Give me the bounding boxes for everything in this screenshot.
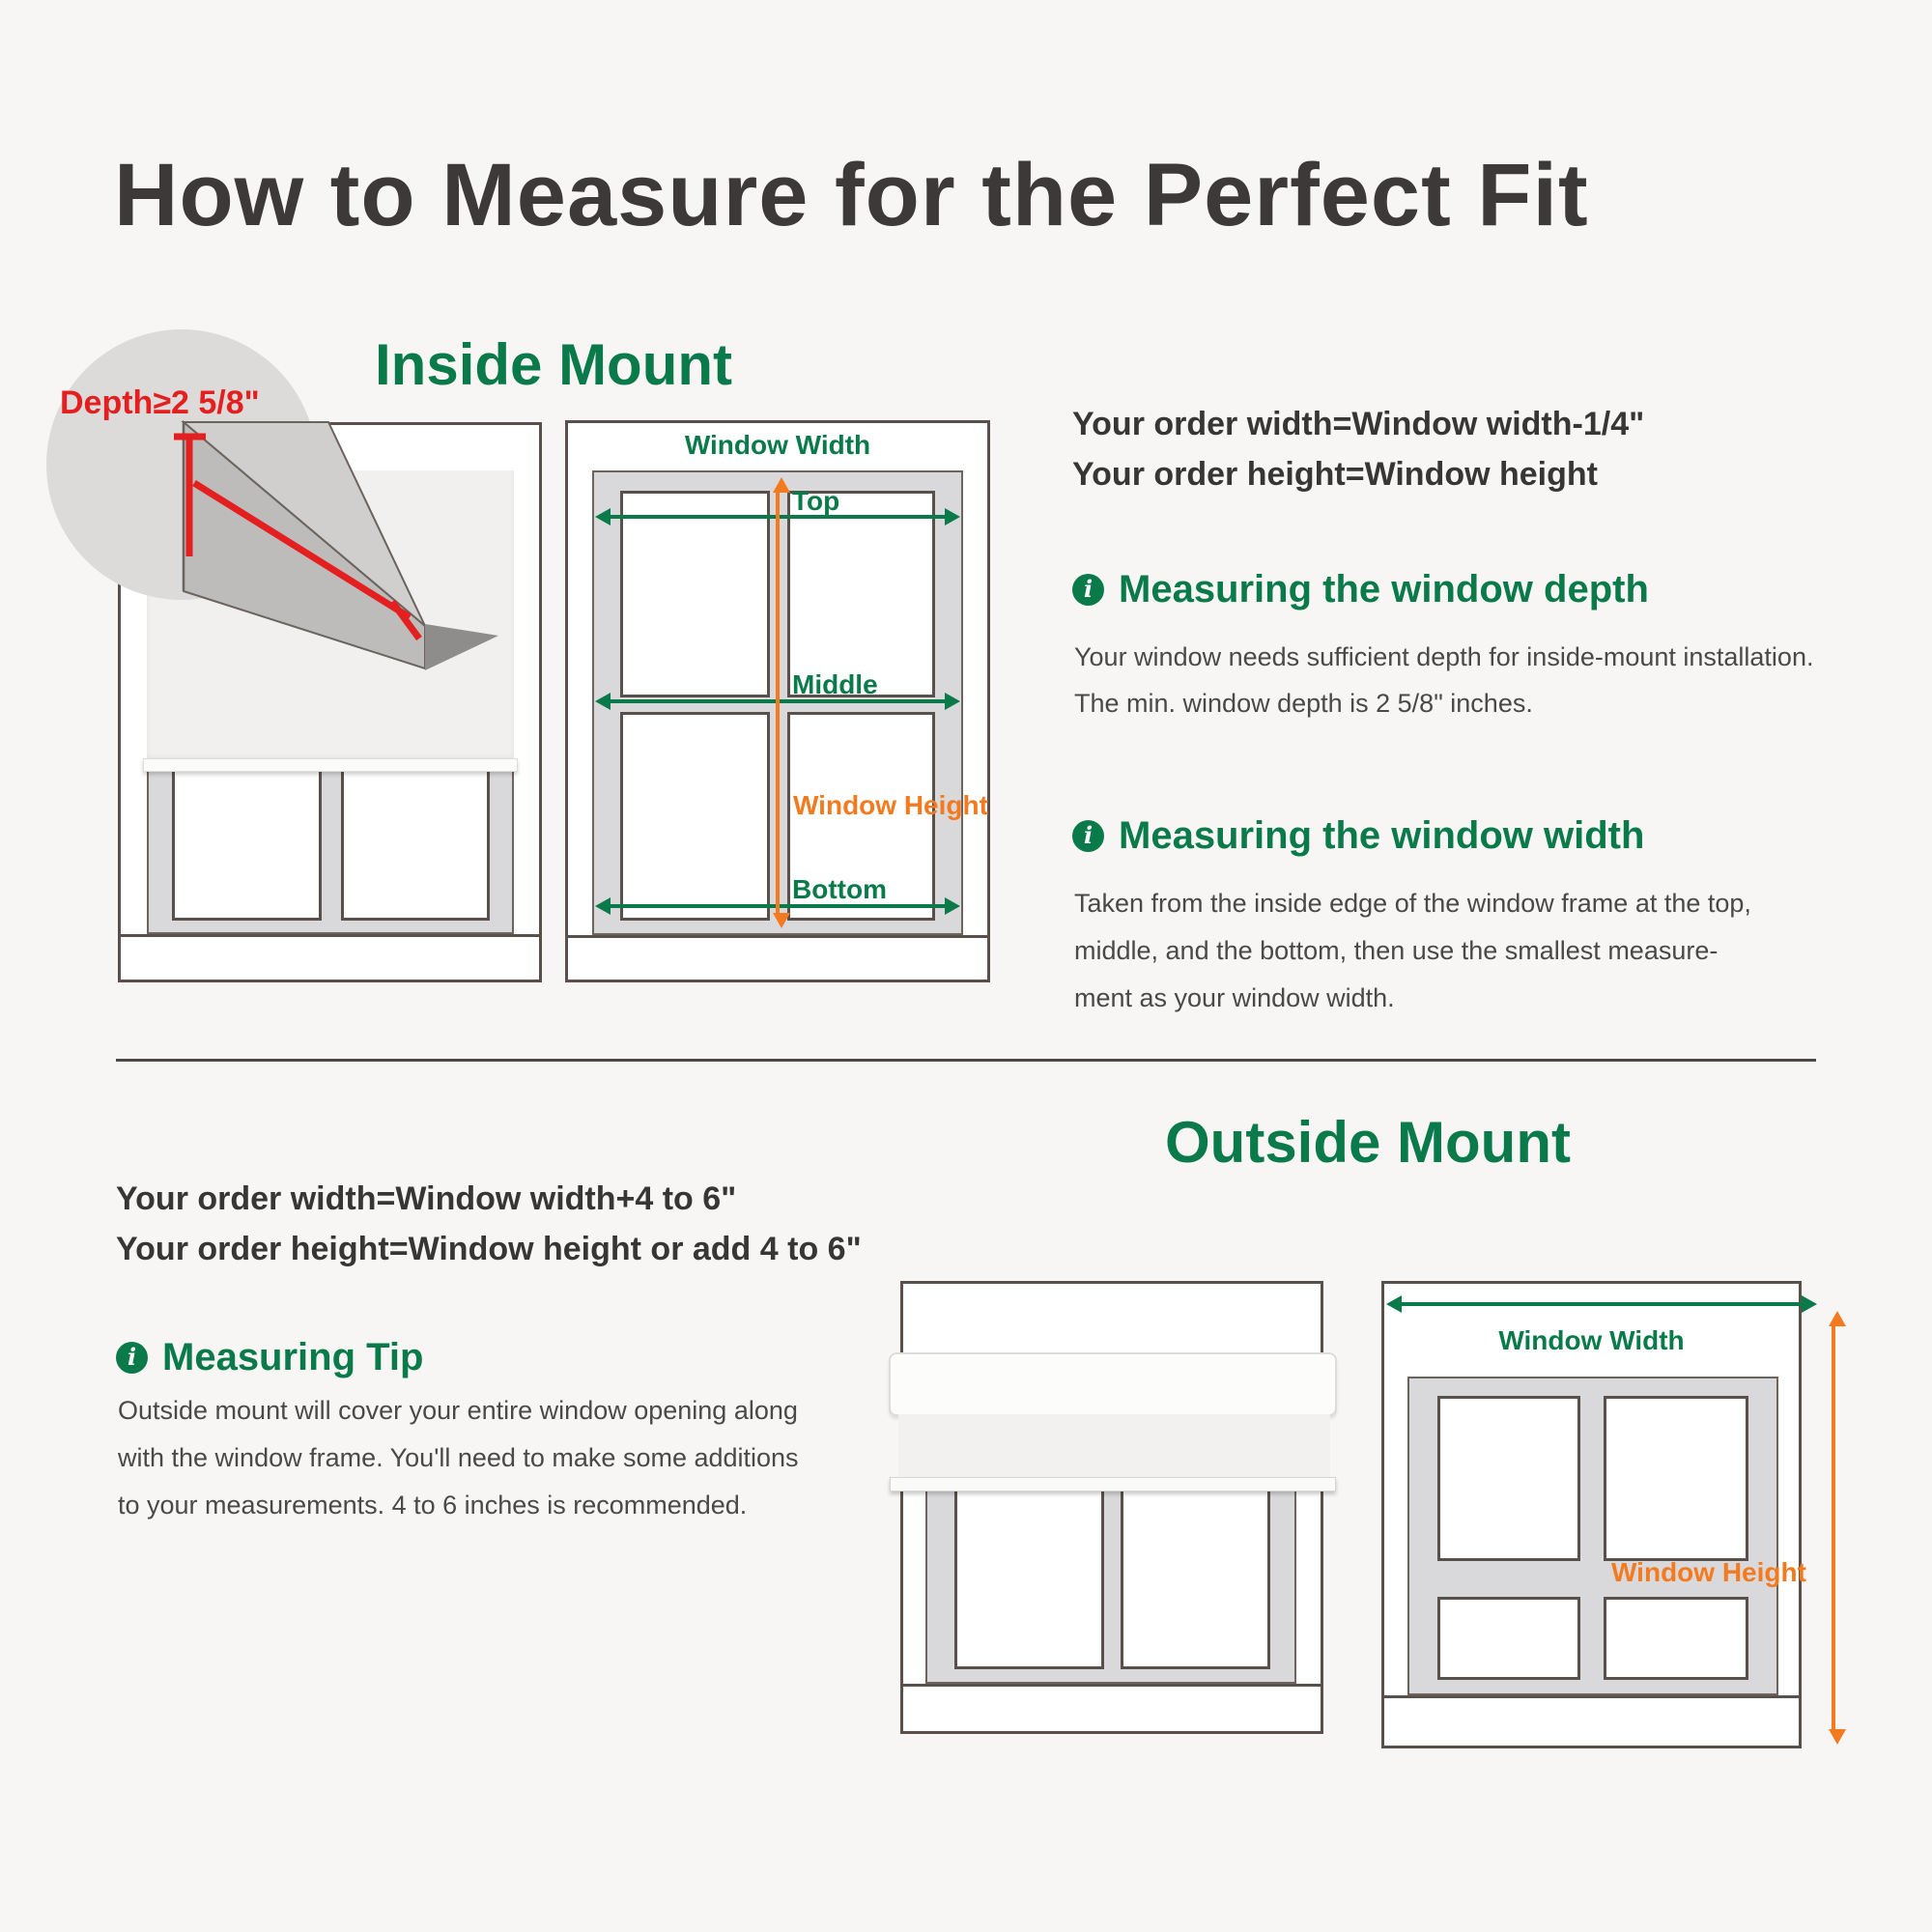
window-glass-pane bbox=[620, 712, 770, 921]
arrow-left-head-icon bbox=[595, 897, 611, 915]
arrow-up-head-icon bbox=[773, 477, 790, 493]
window-height-label: Window Height bbox=[1611, 1557, 1806, 1587]
top-label: Top bbox=[792, 486, 840, 516]
inside-order-width-line: Your order width=Window width-1/4" bbox=[1072, 406, 1645, 442]
arrow-up-head-icon bbox=[1829, 1311, 1846, 1326]
measuring-tip-text-line: to your measurements. 4 to 6 inches is r… bbox=[118, 1491, 748, 1520]
middle-label: Middle bbox=[792, 669, 878, 699]
window-height-arrow bbox=[773, 477, 790, 928]
inside-mount-heading: Inside Mount bbox=[375, 332, 732, 397]
outside-left-window-frame bbox=[900, 1281, 1323, 1734]
measuring-tip-title: Measuring Tip bbox=[162, 1336, 424, 1378]
window-glass-pane bbox=[1604, 1597, 1748, 1680]
window-height-label: Window Height bbox=[793, 790, 988, 820]
window-glass-pane bbox=[787, 712, 935, 921]
outside-width-arrow bbox=[1386, 1295, 1817, 1313]
arrow-left-head-icon bbox=[595, 508, 611, 526]
arrow-left-head-icon bbox=[595, 693, 611, 710]
arrow-down-head-icon bbox=[1829, 1729, 1846, 1745]
depth-minimum-note: Depth≥2 5/8" bbox=[60, 384, 260, 421]
roller-shade-cassette bbox=[889, 1352, 1337, 1416]
arrow-right-head-icon bbox=[945, 508, 960, 526]
window-glass-pane bbox=[1437, 1597, 1580, 1680]
window-glass-pane bbox=[1604, 1396, 1748, 1561]
inside-order-height-line: Your order height=Window height bbox=[1072, 456, 1598, 493]
measuring-tip-text-line: with the window frame. You'll need to ma… bbox=[118, 1443, 799, 1472]
info-icon: i bbox=[116, 1342, 148, 1374]
window-glass-pane bbox=[1437, 1396, 1580, 1561]
bottom-label: Bottom bbox=[792, 874, 887, 904]
arrow-right-head-icon bbox=[945, 693, 960, 710]
arrow-left-head-icon bbox=[1386, 1295, 1402, 1313]
roller-shade-bottom-rail bbox=[890, 1477, 1336, 1492]
outside-measure-window-frame: Window Width bbox=[1381, 1281, 1802, 1748]
measuring-depth-text-line: Your window needs sufficient depth for i… bbox=[1074, 642, 1814, 671]
measuring-depth-text-line: The min. window depth is 2 5/8" inches. bbox=[1074, 689, 1533, 718]
measuring-width-text-line: Taken from the inside edge of the window… bbox=[1074, 889, 1751, 918]
outside-height-arrow bbox=[1829, 1311, 1846, 1745]
measuring-width-text-line: ment as your window width. bbox=[1074, 983, 1395, 1012]
window-sill bbox=[568, 935, 987, 980]
arrow-right-head-icon bbox=[945, 897, 960, 915]
arrow-right-head-icon bbox=[1802, 1295, 1817, 1313]
window-width-label: Window Width bbox=[1498, 1325, 1685, 1355]
measuring-tip-text-line: Outside mount will cover your entire win… bbox=[118, 1396, 798, 1425]
outside-mount-heading: Outside Mount bbox=[1165, 1110, 1571, 1175]
section-divider bbox=[116, 1059, 1816, 1062]
outside-order-width-line: Your order width=Window width+4 to 6" bbox=[116, 1180, 737, 1217]
window-sill bbox=[1384, 1695, 1799, 1746]
info-icon: i bbox=[1072, 820, 1104, 852]
roller-shade-cloth bbox=[898, 1414, 1330, 1479]
page-title: How to Measure for the Perfect Fit bbox=[114, 146, 1589, 244]
measuring-width-text-line: middle, and the bottom, then use the sma… bbox=[1074, 936, 1719, 965]
measuring-depth-title: Measuring the window depth bbox=[1119, 568, 1649, 611]
roller-shade-bottom-rail bbox=[143, 758, 518, 772]
info-icon: i bbox=[1072, 574, 1104, 606]
outside-order-height-line: Your order height=Window height or add 4… bbox=[116, 1231, 862, 1267]
window-sill bbox=[903, 1684, 1321, 1731]
depth-wedge-illustration bbox=[174, 419, 498, 670]
window-glass-pane bbox=[787, 491, 935, 697]
measuring-width-title: Measuring the window width bbox=[1119, 814, 1645, 857]
arrow-down-head-icon bbox=[773, 913, 790, 928]
window-width-label: Window Width bbox=[684, 430, 871, 460]
window-sill bbox=[121, 934, 539, 980]
window-glass-pane bbox=[620, 491, 770, 697]
